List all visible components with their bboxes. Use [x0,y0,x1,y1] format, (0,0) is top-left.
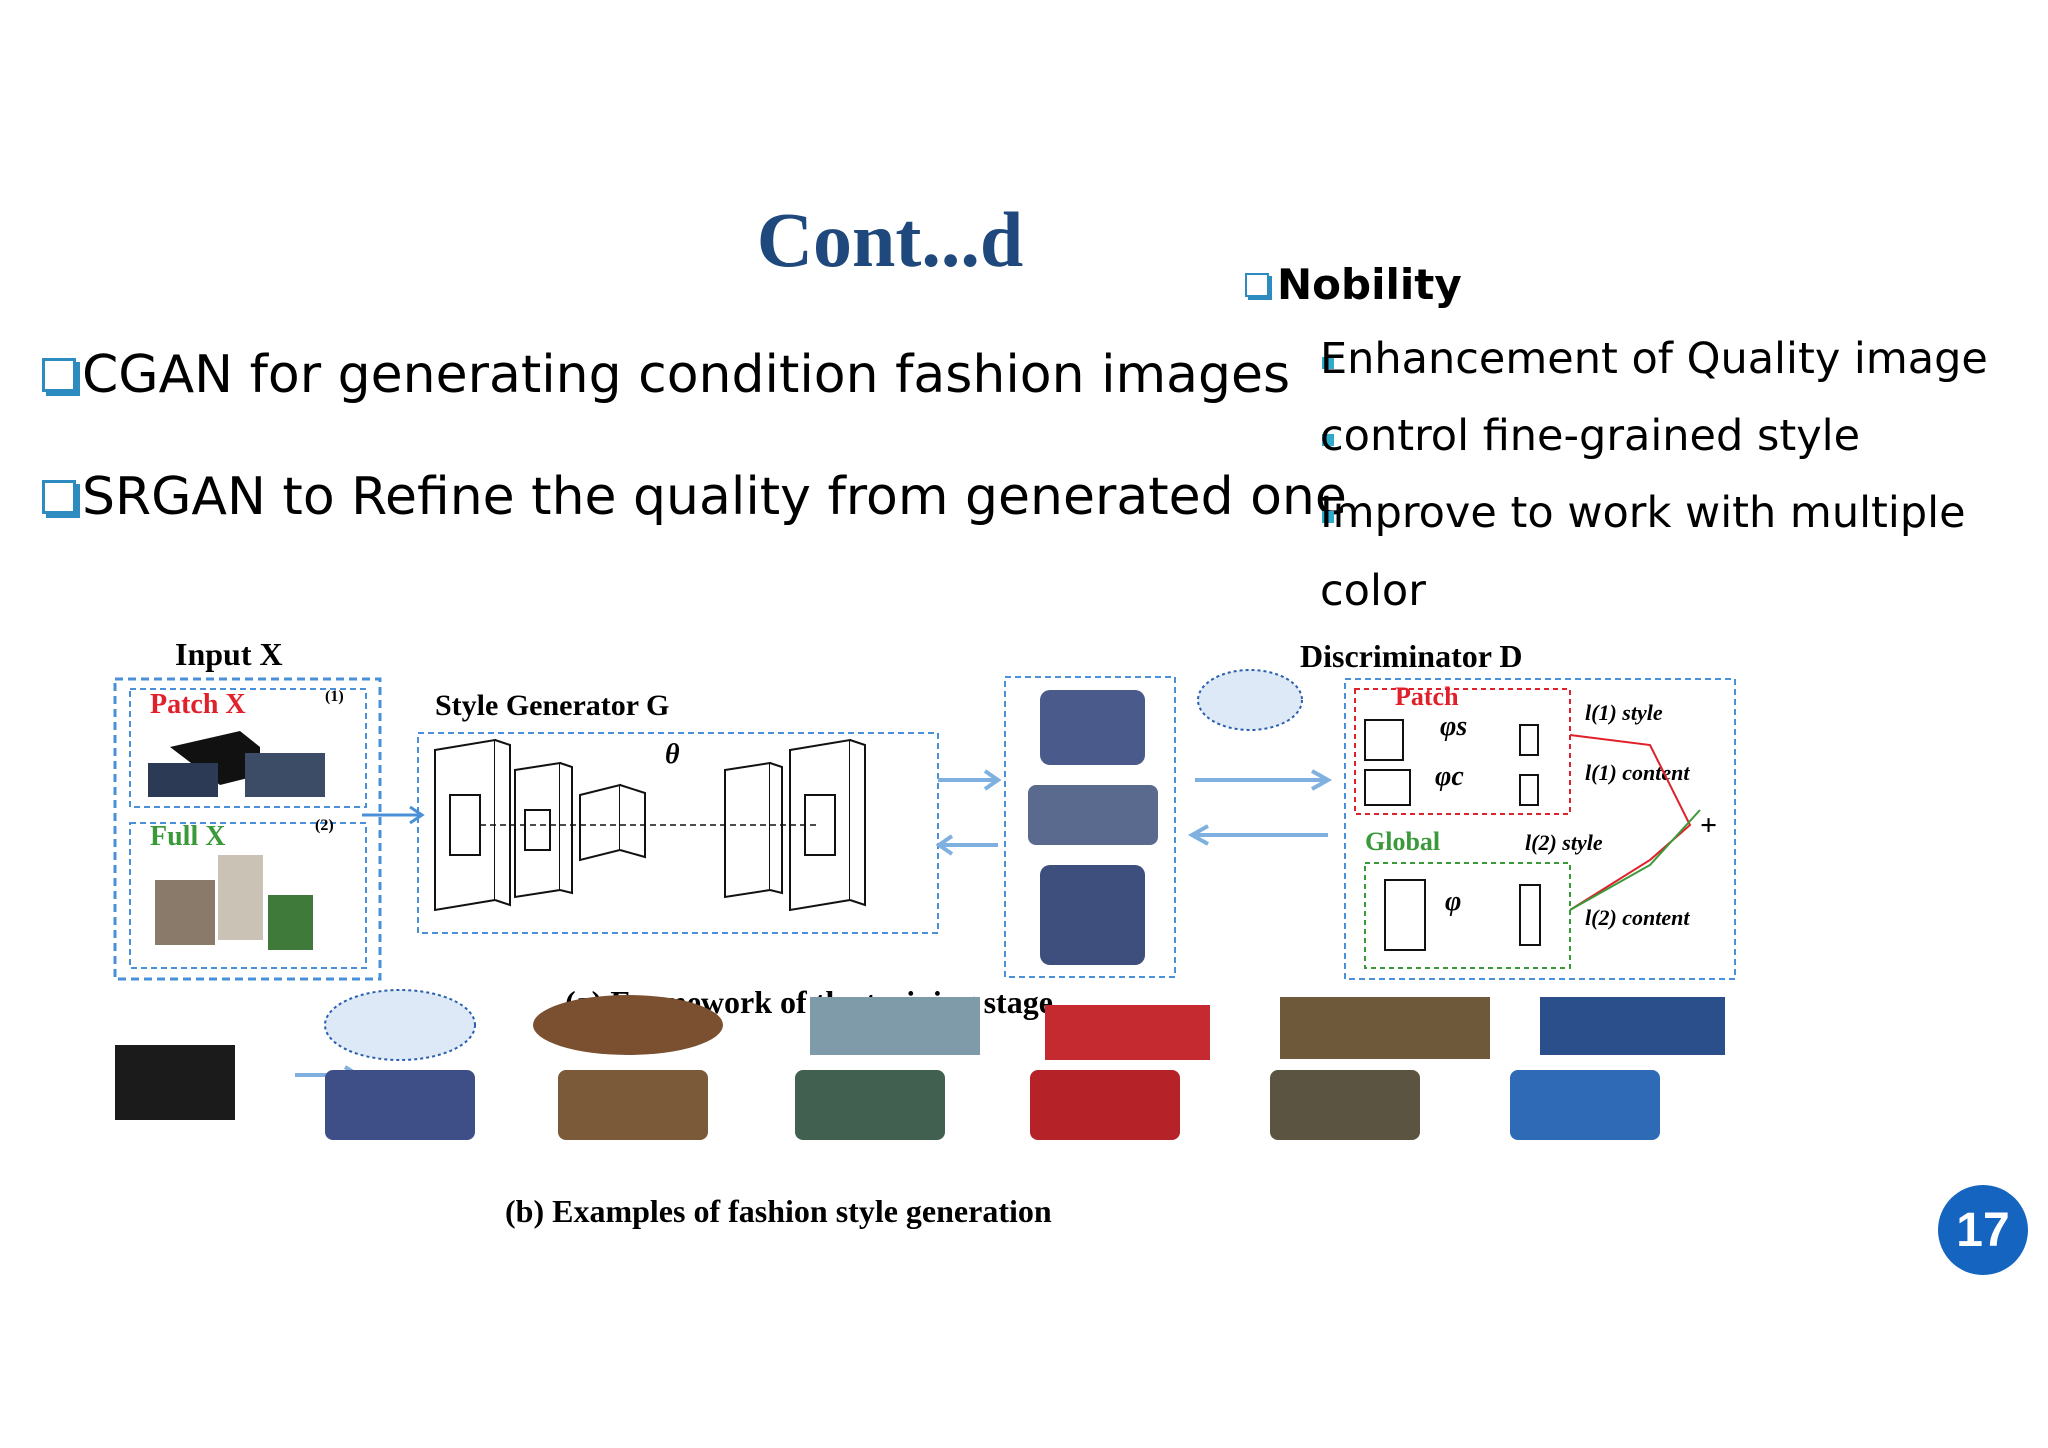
l-style-2: l(2) style [1525,830,1603,855]
arrow-right-icon [938,769,1002,791]
slide-title: Cont...d [756,196,1024,283]
generated-images [1028,690,1158,965]
nobility-item: Enhancement of Quality image [1320,334,1988,384]
patch-images [148,731,325,797]
page-number-badge: 17 [1938,1185,2028,1275]
square-bullet-icon [1322,511,1334,523]
arrow-left-icon [935,834,998,856]
global-label: Global [1365,827,1440,856]
l-style-1: l(1) style [1585,700,1663,725]
disc-global-layers [1384,879,1541,951]
full-x-label: Full X [150,821,225,852]
bullet-cgan: CGAN for generating condition fashion im… [42,345,1290,405]
square-bullet-icon [1322,434,1334,446]
disc-patch-label: Patch [1395,682,1459,711]
checkbox-bullet-icon [42,358,80,396]
phi-s-symbol: φs [1440,711,1467,742]
patch-x-sup: (1) [325,688,344,705]
theta-symbol: θ [665,739,680,770]
arrow-right-icon [1195,769,1333,791]
plus-sign: + [1700,809,1717,842]
patch-box [129,688,367,808]
discriminator-label: Discriminator D [1300,638,1522,674]
arrow-left-icon [1187,824,1328,846]
square-bullet-icon [1322,357,1334,369]
examples-row [115,989,1725,1140]
disc-global-box [1364,862,1571,969]
bullet-cgan-text: CGAN for generating condition fashion im… [82,345,1291,405]
full-images [155,855,313,950]
nobility-heading-text: Nobility [1277,260,1462,309]
generated-box [1004,676,1176,978]
input-label: Input X [175,636,283,672]
caption-b: (b) Examples of fashion style generation [505,1193,1052,1229]
input-box [113,677,382,981]
checkbox-bullet-icon [1245,272,1272,300]
bullet-srgan-text: SRGAN to Refine the quality from generat… [82,467,1347,527]
arrow-right-icon [362,805,425,825]
discriminator-box [1344,678,1736,980]
nobility-item: Improve to work with multiple [1320,488,1966,538]
generator-box [417,732,939,934]
disc-patch-layers [1364,719,1539,806]
l-content-2: l(2) content [1585,905,1690,930]
generator-label: Style Generator G [435,689,669,722]
phi-symbol: φ [1445,886,1461,917]
bullet-srgan: SRGAN to Refine the quality from generat… [42,467,1347,527]
full-x-sup: (2) [315,817,334,834]
checkbox-bullet-icon [42,480,80,518]
fashion-gan-figure: Input X Patch X (1) Full X (2) Style Gen… [113,636,1736,1229]
nobility-item: control fine-grained style [1320,411,1861,461]
patch-x-label: Patch X [150,689,246,720]
pattern-circle [1197,669,1303,731]
nobility-heading: Nobility [1245,260,1462,309]
nobility-item: color [1320,566,1426,616]
phi-c-symbol: φc [1435,761,1464,792]
l-content-1: l(1) content [1585,760,1690,785]
